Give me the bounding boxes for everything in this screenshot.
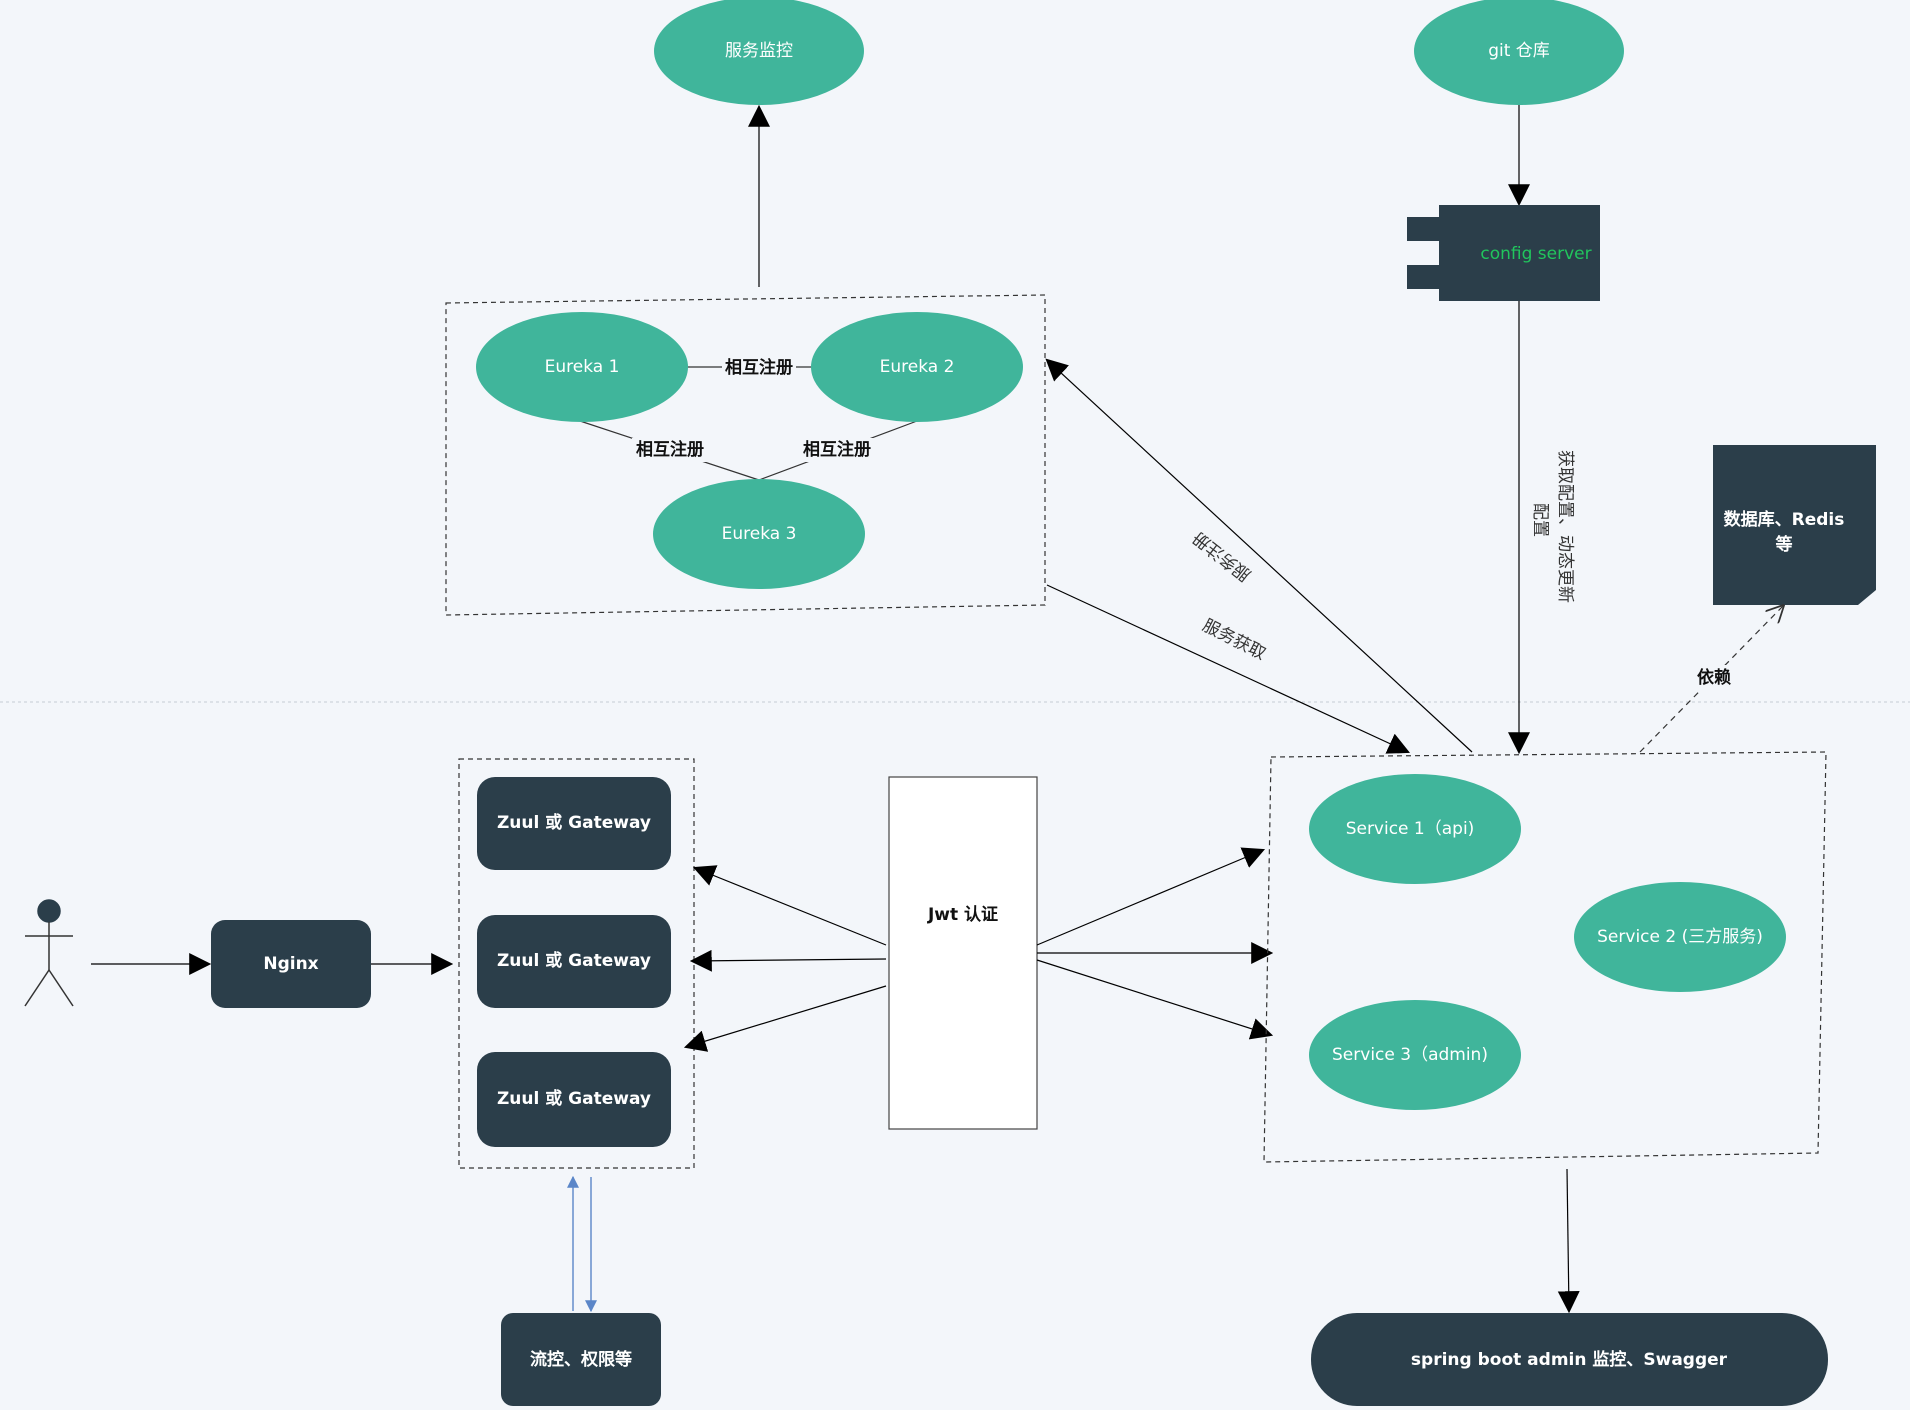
- jwt-to-gateway2-arrow: [689, 949, 887, 972]
- database-node[interactable]: 数据库、Redis 等: [1713, 445, 1876, 605]
- eureka2-label: Eureka 2: [880, 357, 955, 377]
- eureka1-label: Eureka 1: [545, 357, 620, 377]
- service3-label: Service 3（admin): [1332, 1045, 1488, 1065]
- nginx-node[interactable]: Nginx: [211, 920, 371, 1008]
- gateway-cluster-border: [458, 758, 695, 1169]
- service-monitor-label: 服务监控: [725, 41, 793, 61]
- service-monitor-node[interactable]: 服务监控: [654, 0, 864, 105]
- service-discover-arrow: [1046, 584, 1410, 754]
- flow-control-label: 流控、权限等: [530, 1349, 632, 1370]
- service1-node[interactable]: Service 1（api): [1309, 774, 1521, 884]
- service-register-label: 服务注册: [1189, 527, 1255, 585]
- mutual-register-label-23: 相互注册: [803, 439, 871, 460]
- jwt-label: Jwt 认证: [927, 904, 998, 925]
- eureka-cluster-border: [445, 294, 1046, 616]
- services-cluster-border: [1263, 751, 1827, 1163]
- git-repo-node[interactable]: git 仓库: [1414, 0, 1624, 105]
- user-actor-icon: [24, 899, 74, 1007]
- service3-node[interactable]: Service 3（admin): [1309, 1000, 1521, 1110]
- database-label-1: 数据库、Redis: [1724, 509, 1845, 530]
- service2-node[interactable]: Service 2 (三方服务): [1574, 882, 1786, 992]
- services-to-admin-arrow: [1557, 1168, 1580, 1314]
- config-fetch-label-1: 获取配置、动态更新: [1555, 450, 1575, 603]
- config-server-node[interactable]: config server: [1407, 205, 1600, 301]
- mutual-register-label-13: 相互注册: [636, 439, 704, 460]
- jwt-node[interactable]: Jwt 认证: [888, 776, 1038, 1130]
- git-repo-label: git 仓库: [1488, 41, 1550, 61]
- service-register-arrow: [1045, 358, 1473, 753]
- service-discover-label: 服务获取: [1199, 616, 1269, 665]
- jwt-to-gateway3-arrow: [683, 985, 887, 1052]
- gateway1-node[interactable]: Zuul 或 Gateway: [477, 777, 671, 870]
- spring-admin-label: spring boot admin 监控、Swagger: [1411, 1349, 1728, 1370]
- jwt-to-service1-arrow: [1036, 847, 1266, 946]
- flow-control-node[interactable]: 流控、权限等: [501, 1313, 661, 1406]
- nginx-label: Nginx: [263, 954, 318, 974]
- gateway3-label: Zuul 或 Gateway: [497, 1088, 651, 1109]
- gateway3-node[interactable]: Zuul 或 Gateway: [477, 1052, 671, 1147]
- eureka2-node[interactable]: Eureka 2: [811, 312, 1023, 422]
- gateway1-label: Zuul 或 Gateway: [497, 812, 651, 833]
- gateway2-node[interactable]: Zuul 或 Gateway: [477, 915, 671, 1008]
- gateway2-label: Zuul 或 Gateway: [497, 950, 651, 971]
- jwt-to-service3-arrow: [1036, 959, 1274, 1040]
- eureka3-node[interactable]: Eureka 3: [653, 479, 865, 589]
- jwt-to-gateway1-arrow: [692, 865, 887, 946]
- database-label-2: 等: [1776, 534, 1793, 555]
- eureka1-node[interactable]: Eureka 1: [476, 312, 688, 422]
- config-fetch-label-2: 配置: [1530, 503, 1550, 537]
- eureka3-label: Eureka 3: [722, 524, 797, 544]
- depends-label: 依赖: [1697, 667, 1731, 688]
- spring-admin-node[interactable]: spring boot admin 监控、Swagger: [1311, 1313, 1828, 1406]
- mutual-register-label-12: 相互注册: [725, 357, 793, 378]
- service2-label: Service 2 (三方服务): [1597, 927, 1763, 947]
- config-server-label: config server: [1480, 244, 1591, 264]
- service1-label: Service 1（api): [1346, 819, 1475, 839]
